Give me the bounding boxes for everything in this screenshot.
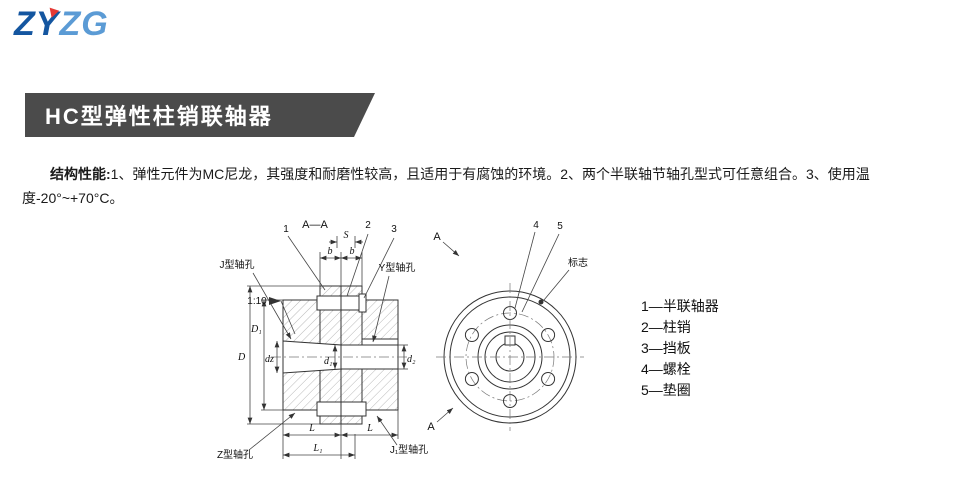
page-title: HC型弹性柱销联轴器 [45,104,273,129]
dim-label-b-left: b [328,246,333,257]
dim-label-D: D [237,352,246,363]
section-arrow-top [442,241,460,257]
dim-label-d2: d₂ [407,354,416,365]
leader-y-bore [372,275,390,343]
dim-label-L-left: L [308,423,315,434]
callout-part1: 1 [283,224,289,235]
leader-line-part1 [287,235,326,291]
leader-taper [280,300,296,335]
leader-line-part2 [346,233,369,297]
legend-item-4: 4—螺栓 [641,361,691,377]
baffle-plate-top [358,293,367,313]
label-mark: 标志 [568,256,588,269]
label-z-bore: Z型轴孔 [217,448,253,461]
dim-label-L1: L₁ [312,443,322,454]
logo-text-secondary: ZG [59,5,109,43]
mark-dot [538,299,544,305]
pin-hole [464,372,479,386]
dim-label-b-right: b [350,246,355,257]
legend-item-5: 5—垫圈 [641,382,691,398]
parts-legend: 1—半联轴器 2—柱销 3—挡板 4—螺栓 5—垫圈 [641,296,719,401]
section-arrow-label-top: A [433,231,441,243]
right-keyway [361,338,399,346]
cross-section-view: A—A D D [217,219,428,461]
leader-j-bore [252,272,292,340]
dim-label-dz: dz [265,354,274,365]
callout-part4: 4 [533,220,539,231]
callout-part5: 5 [557,221,563,232]
description: 结构性能:1、弹性元件为MC尼龙，其强度和耐磨性较高，且适用于有腐蚀的环境。2、… [22,162,944,210]
dim-label-L-right: L [366,423,373,434]
description-label: 结构性能: [50,166,111,182]
dim-label-S: S [344,230,349,241]
leader-z-bore [248,412,296,451]
description-text: 1、弹性元件为MC尼龙，其强度和耐磨性较高，且适用于有腐蚀的环境。2、两个半联轴… [22,166,870,206]
section-title: A—A [302,219,328,231]
coupling-technical-drawing: A—A D D [217,219,588,461]
pin-hole [464,328,479,342]
pin-hole [541,372,556,386]
section-arrow-label-bottom: A [427,421,435,433]
front-view: 标志 4 5 A A [427,220,588,433]
logo: ZYZG [14,4,109,44]
leader-part4 [514,231,536,309]
label-taper: 1:10 [247,296,267,307]
label-y-bore: Y型轴孔 [379,261,416,274]
leader-j1-bore [376,415,398,446]
legend-item-2: 2—柱销 [641,319,691,335]
logo-text-primary: ZY [14,5,60,43]
label-j-bore: J型轴孔 [220,258,255,271]
dim-label-d1: d₁ [324,356,332,367]
callout-part2: 2 [365,220,371,231]
section-arrow-bottom [436,407,454,423]
dim-label-D1: D₁ [250,324,262,335]
label-j1-bore: J₁型轴孔 [390,443,428,456]
leader-mark [543,269,570,301]
taper-arrow [269,297,281,305]
section-banner: HC型弹性柱销联轴器 [25,93,375,137]
legend-item-3: 3—挡板 [641,340,691,356]
callout-part3: 3 [391,224,397,235]
leader-part5 [521,233,560,313]
leader-line-part3 [363,237,395,299]
legend-item-1: 1—半联轴器 [641,298,719,314]
pin-hole [541,328,556,342]
